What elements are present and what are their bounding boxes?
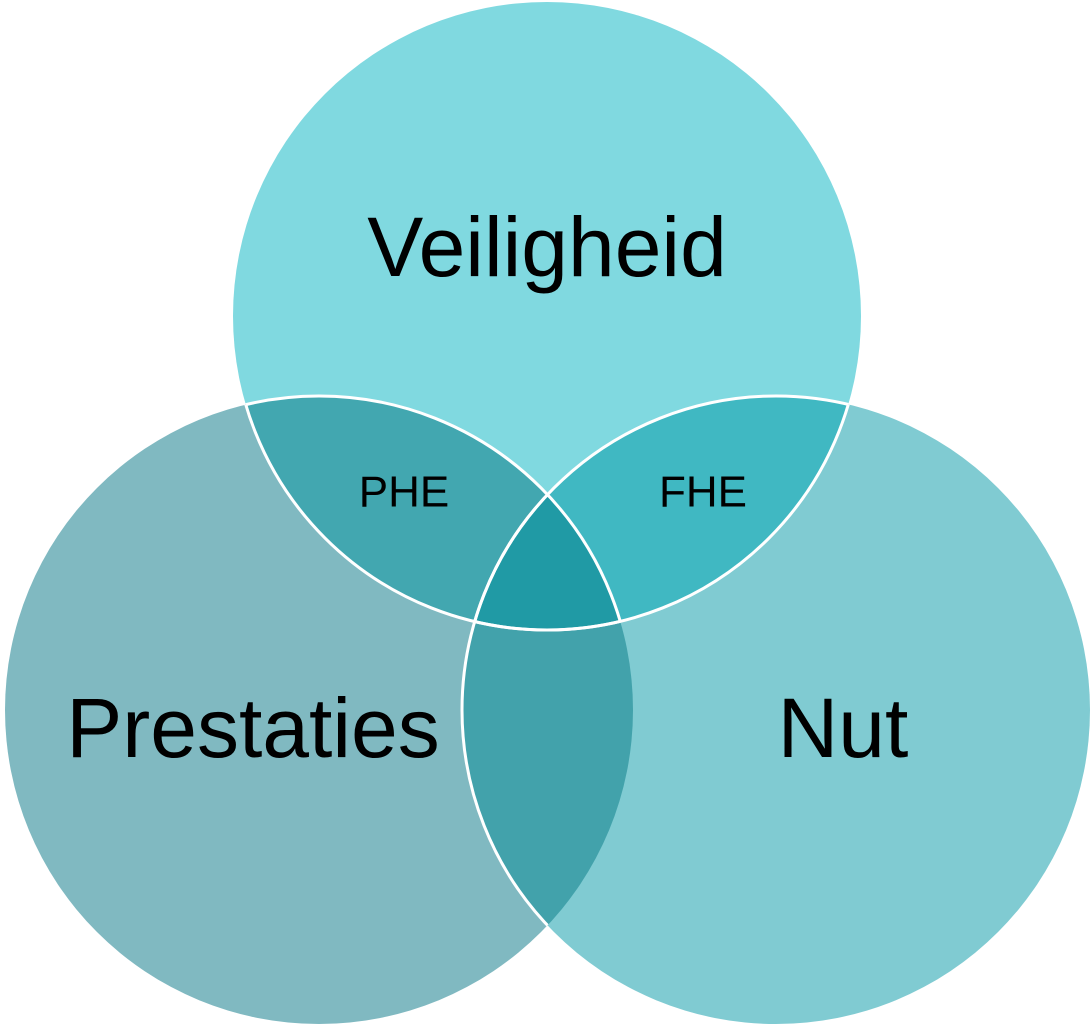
label-prestaties: Prestaties bbox=[66, 681, 440, 775]
outline-right-in-top bbox=[460, 394, 861, 630]
outline-left-in-top bbox=[233, 394, 635, 630]
label-veiligheid: Veiligheid bbox=[367, 200, 727, 294]
outline-right-in-left bbox=[460, 396, 633, 1024]
label-fhe: FHE bbox=[659, 468, 747, 517]
label-phe: PHE bbox=[359, 468, 449, 517]
label-nut: Nut bbox=[778, 681, 909, 775]
outline-top-in-right bbox=[462, 396, 863, 632]
overlap-top-right bbox=[462, 396, 861, 630]
overlap-top-left bbox=[233, 396, 633, 630]
